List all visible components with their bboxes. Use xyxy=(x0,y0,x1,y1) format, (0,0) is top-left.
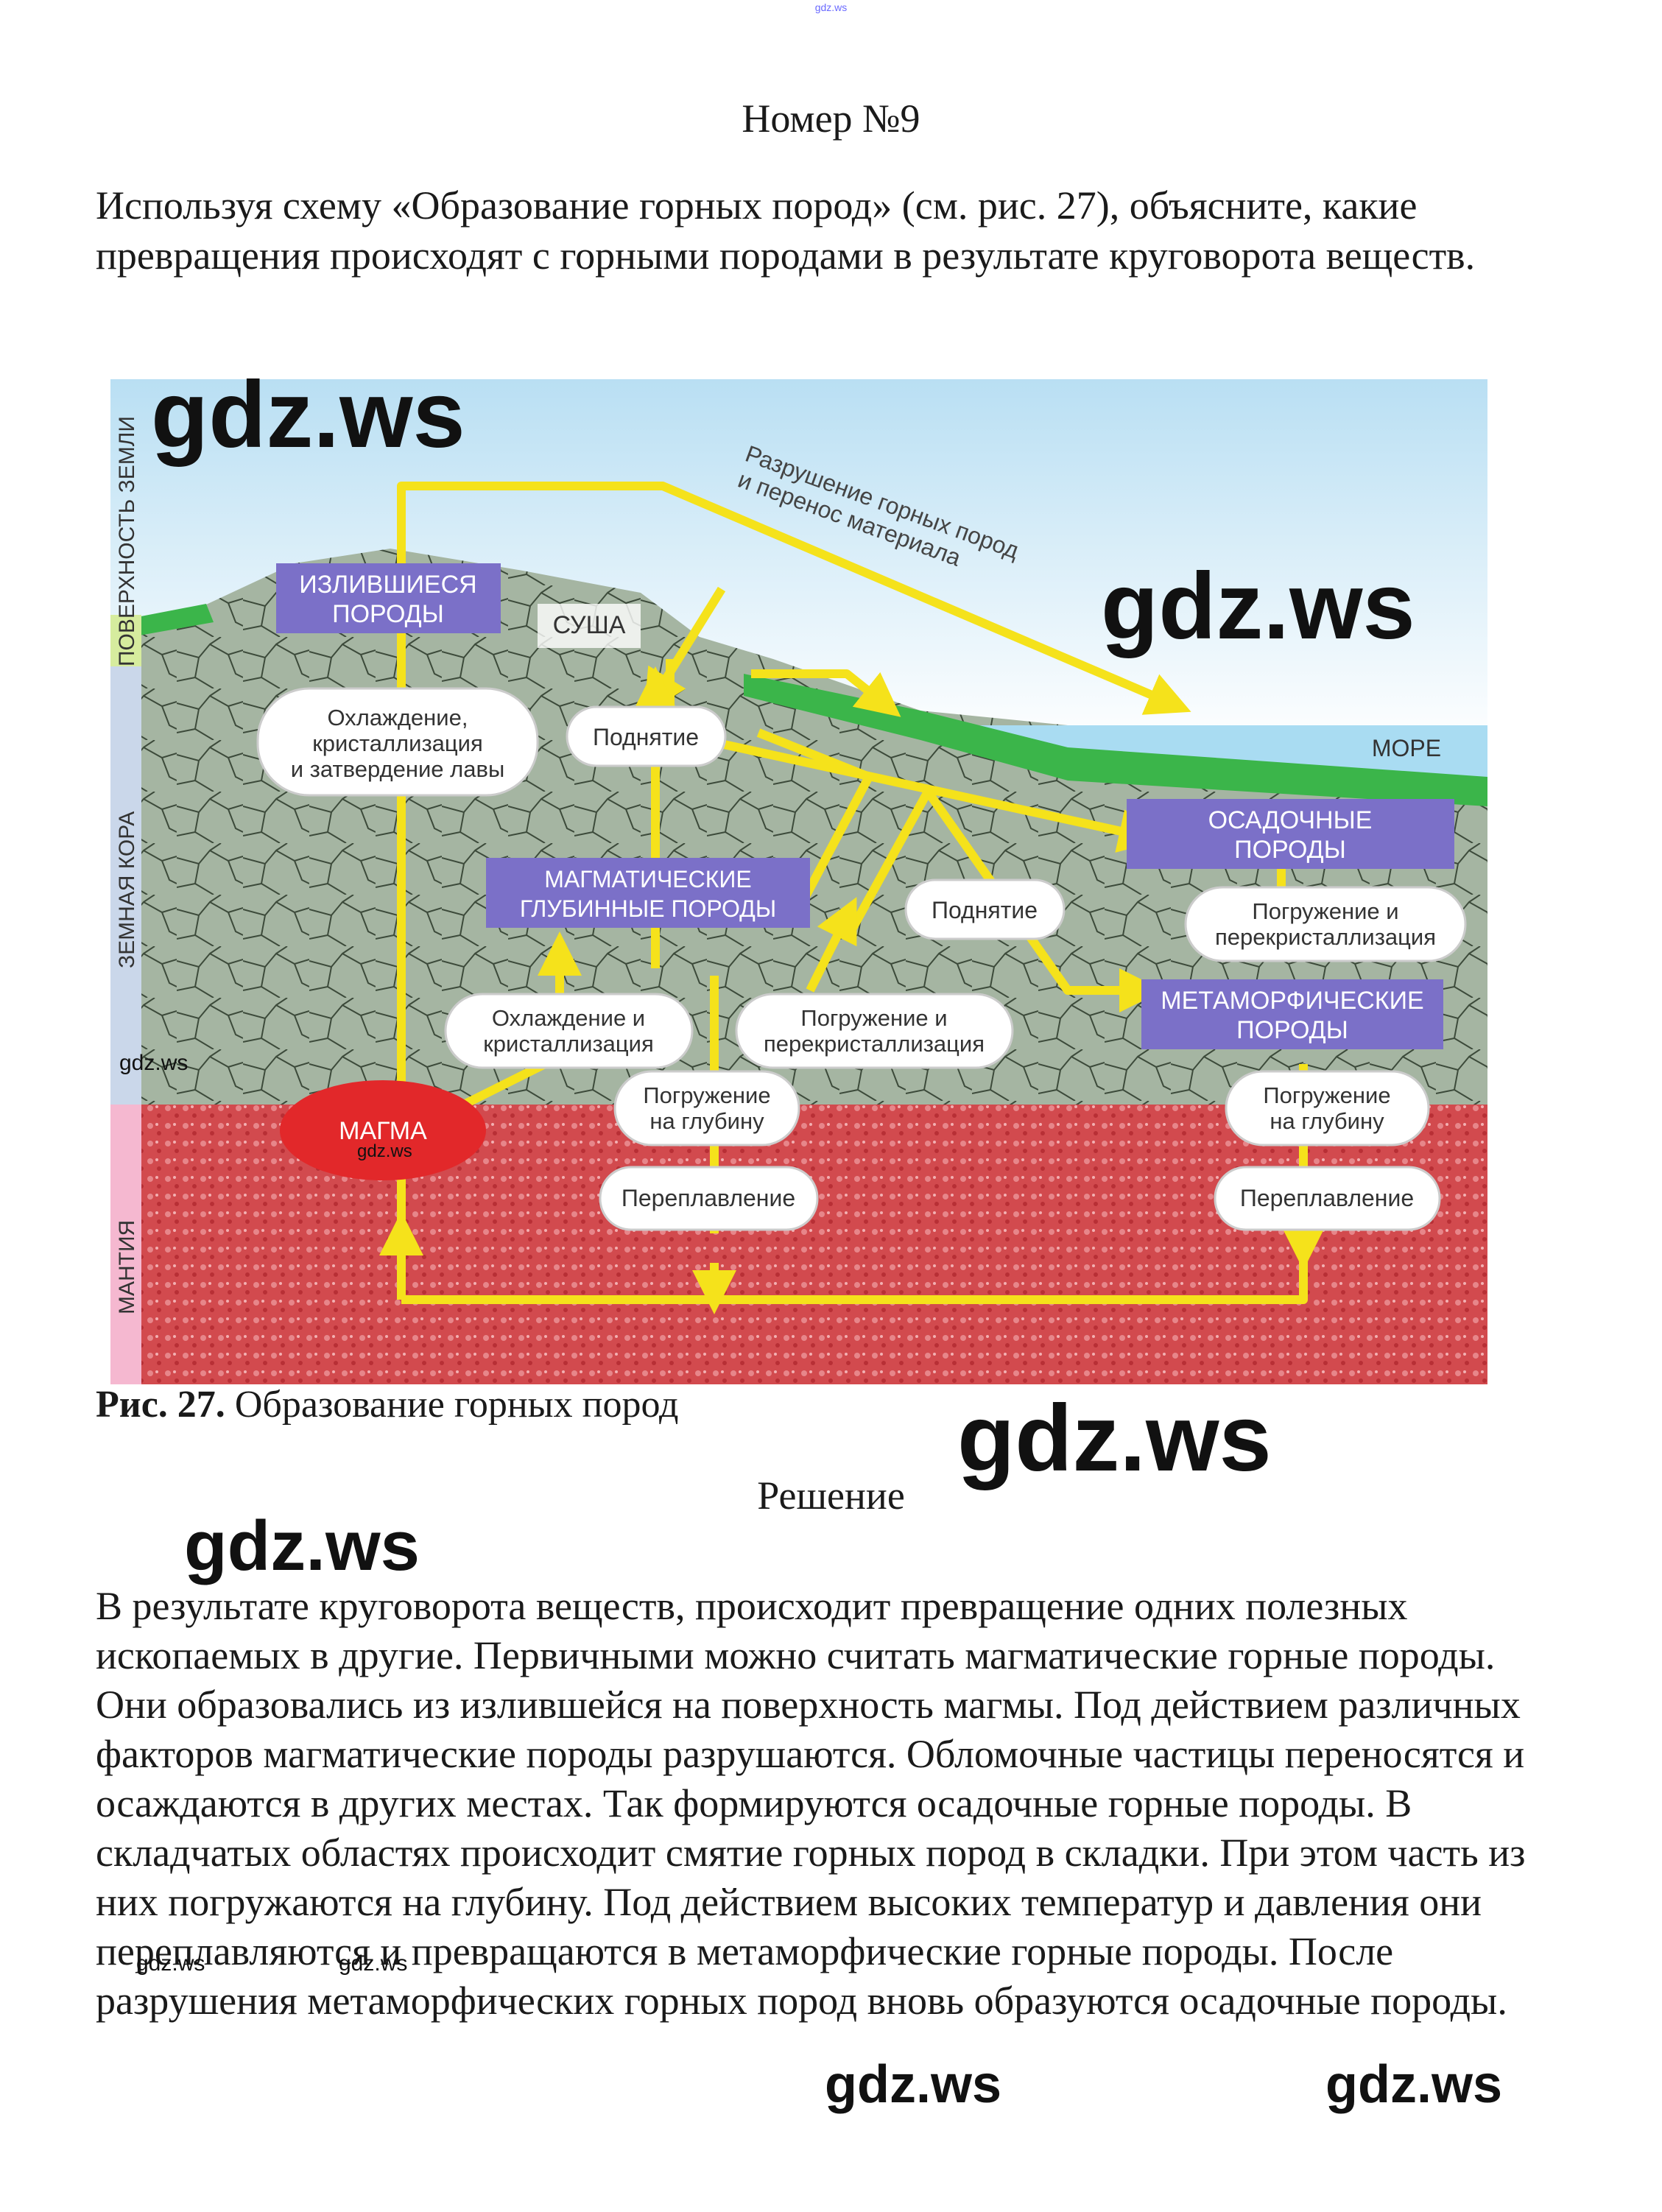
extrusive-rocks-line2: ПОРОДЫ xyxy=(332,600,444,628)
metamorphic-rocks-line1: МЕТАМОРФИЧЕСКИЕ xyxy=(1161,987,1423,1015)
process-remelting-2: Переплавление xyxy=(1214,1166,1441,1231)
process-uplift-2: Поднятие xyxy=(904,878,1066,940)
svg-text:Погружение: Погружение xyxy=(643,1082,770,1108)
watermark: gdz.ws xyxy=(119,1051,189,1075)
caption-number: Рис. 27. xyxy=(96,1384,225,1426)
svg-text:перекристаллизация: перекристаллизация xyxy=(764,1031,985,1057)
process-cooling-lava: Охлаждение, кристаллизация и затвердение… xyxy=(256,687,539,797)
sea xyxy=(957,725,1487,777)
land-box xyxy=(538,604,641,648)
watermark: gdz.ws xyxy=(1325,2055,1503,2114)
metamorphic-rocks-line2: ПОРОДЫ xyxy=(1236,1016,1348,1044)
sea-label: МОРЕ xyxy=(1372,735,1441,761)
grass-coast xyxy=(744,674,1487,806)
magma-label: МАГМА xyxy=(339,1117,427,1145)
metamorphic-rocks-box xyxy=(1141,979,1443,1049)
intrusive-rocks-box xyxy=(486,858,810,928)
svg-text:кристаллизация: кристаллизация xyxy=(312,730,483,756)
svg-text:Поднятие: Поднятие xyxy=(932,897,1038,923)
svg-text:кристаллизация: кристаллизация xyxy=(483,1031,654,1057)
extrusive-rocks-box xyxy=(276,563,501,633)
svg-text:Переплавление: Переплавление xyxy=(622,1185,795,1211)
sedimentary-rocks-line2: ПОРОДЫ xyxy=(1234,836,1346,864)
svg-text:Охлаждение,: Охлаждение, xyxy=(328,705,468,730)
intrusive-rocks-line1: МАГМАТИЧЕСКИЕ xyxy=(544,866,751,892)
zone-crust-label: ЗЕМНАЯ КОРА xyxy=(115,811,139,968)
watermark: gdz.ws xyxy=(339,1951,408,1976)
sedimentary-rocks-box xyxy=(1127,799,1454,869)
svg-text:Погружение: Погружение xyxy=(1263,1082,1390,1108)
svg-text:на глубину: на глубину xyxy=(649,1108,764,1134)
process-subsidence-1: Погружение на глубину xyxy=(613,1070,800,1146)
solution-text: В результате круговорота веществ, происх… xyxy=(96,1584,1526,2023)
process-subsidence-2: Погружение на глубину xyxy=(1225,1070,1430,1146)
zone-bar-mantle xyxy=(110,1105,141,1384)
svg-text:Погружение и: Погружение и xyxy=(800,1005,947,1031)
zone-bar-crust xyxy=(110,666,141,1105)
site-header: gdz.ws xyxy=(814,1,848,13)
watermark: gdz.ws xyxy=(151,362,465,468)
figure-caption: Рис. 27. Образование горных пород xyxy=(96,1383,678,1426)
watermark: gdz.ws xyxy=(184,1507,420,1585)
sedimentary-rocks-line1: ОСАДОЧНЫЕ xyxy=(1208,806,1373,834)
svg-text:на глубину: на глубину xyxy=(1270,1108,1384,1134)
svg-text:и затвердение лавы: и затвердение лавы xyxy=(291,756,505,782)
svg-text:Поднятие: Поднятие xyxy=(593,724,699,750)
zone-mantle-label: МАНТИЯ xyxy=(115,1220,139,1314)
process-uplift-1: Поднятие xyxy=(566,705,727,767)
task-text: Используя схему «Образование горных поро… xyxy=(96,183,1476,278)
process-recryst-1: Погружение и перекристаллизация xyxy=(1184,886,1467,962)
magma-blob xyxy=(280,1080,486,1180)
process-cooling: Охлаждение и кристаллизация xyxy=(444,993,694,1069)
rock-cycle-figure: ПОВЕРХНОСТЬ ЗЕМЛИ ЗЕМНАЯ КОРА МАНТИЯ ИЗЛ… xyxy=(110,379,1487,1384)
zone-surface-label: ПОВЕРХНОСТЬ ЗЕМЛИ xyxy=(115,416,139,666)
zone-bar-surface xyxy=(110,615,141,666)
watermark: gdz.ws xyxy=(1101,554,1415,659)
land-label: СУША xyxy=(553,611,626,639)
process-remelting-1: Переплавление xyxy=(599,1166,819,1231)
intrusive-rocks-line2: ГЛУБИННЫЕ ПОРОДЫ xyxy=(520,895,776,922)
solution-title: Решение xyxy=(757,1473,905,1518)
process-recryst-2: Погружение и перекристаллизация xyxy=(735,993,1014,1069)
rock-cycle-diagram: ПОВЕРХНОСТЬ ЗЕМЛИ ЗЕМНАЯ КОРА МАНТИЯ ИЗЛ… xyxy=(110,379,1487,1384)
page-title: Номер №9 xyxy=(742,96,920,141)
watermark: gdz.ws xyxy=(957,1386,1272,1491)
svg-text:перекристаллизация: перекристаллизация xyxy=(1215,924,1436,950)
watermark: gdz.ws xyxy=(825,2055,1002,2114)
svg-text:Охлаждение и: Охлаждение и xyxy=(492,1005,645,1031)
caption-text: Образование горных пород xyxy=(225,1384,679,1426)
extrusive-rocks-line1: ИЗЛИВШИЕСЯ xyxy=(299,571,476,599)
watermark: gdz.ws xyxy=(136,1951,205,1976)
svg-text:Переплавление: Переплавление xyxy=(1240,1185,1414,1211)
watermark: gdz.ws xyxy=(357,1141,412,1161)
svg-text:Погружение и: Погружение и xyxy=(1252,898,1398,924)
